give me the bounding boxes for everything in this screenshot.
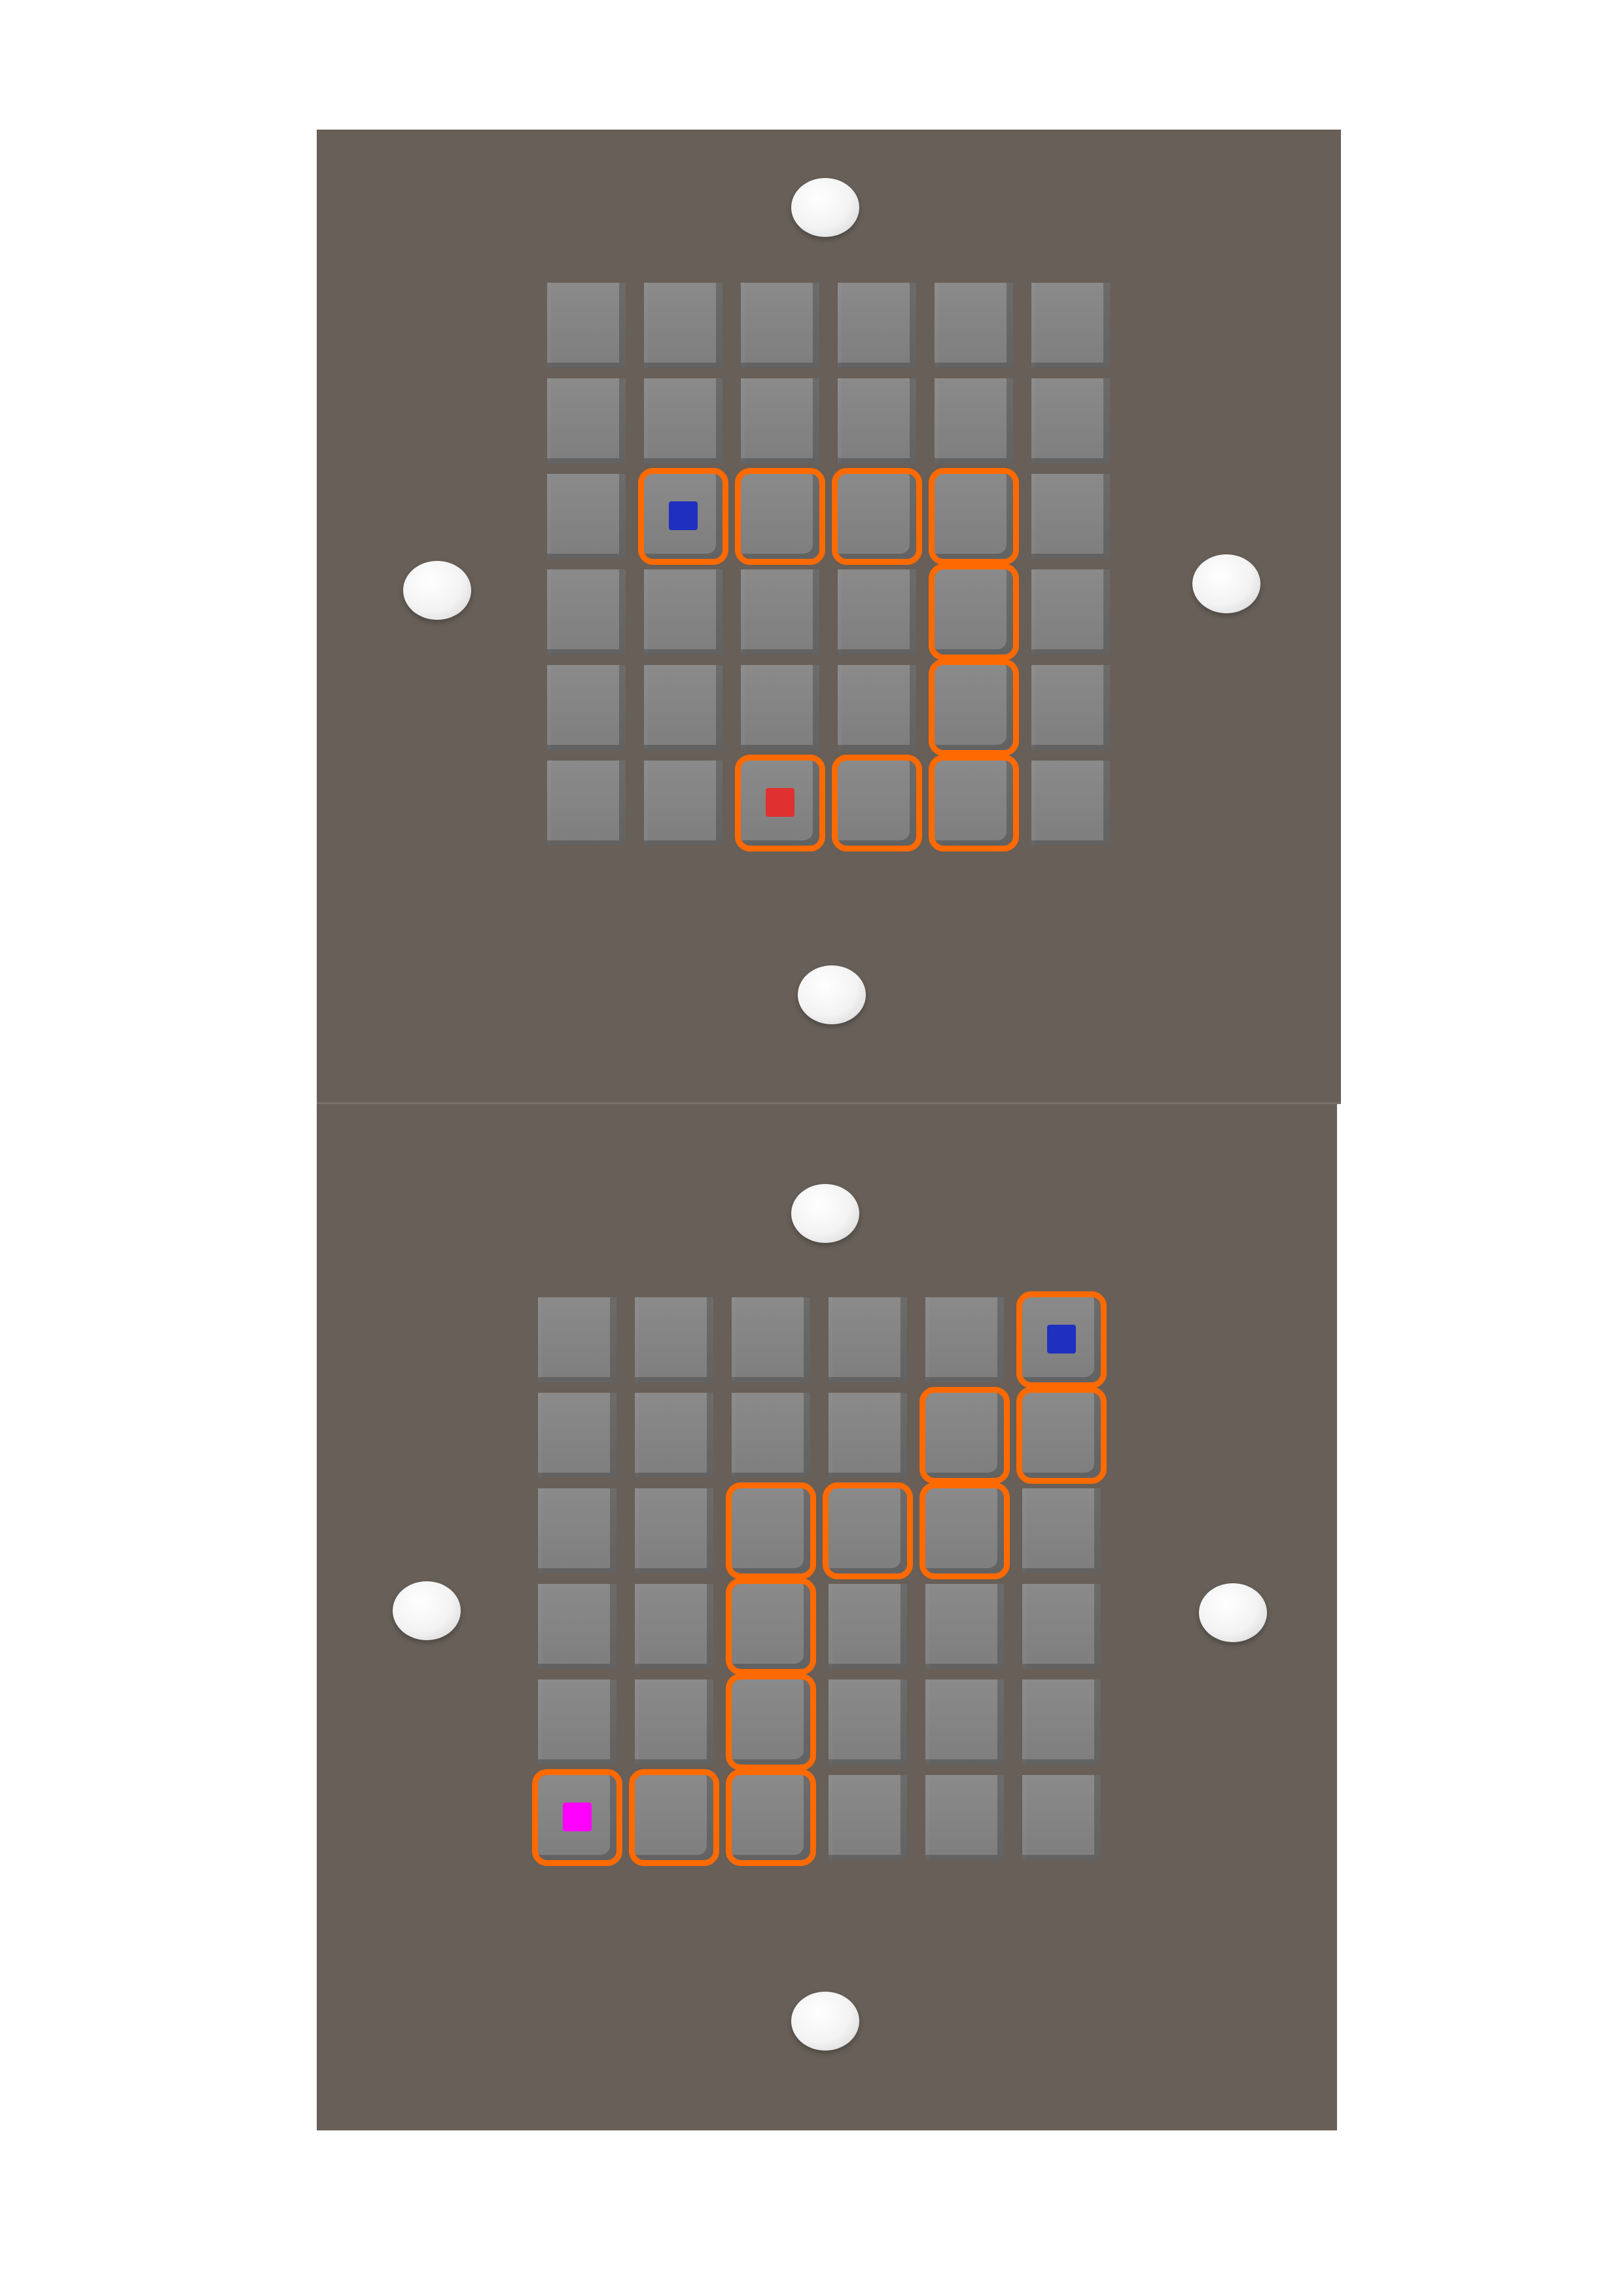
path-tile[interactable] xyxy=(726,1769,816,1866)
grid-tile[interactable] xyxy=(741,665,819,750)
grid-tile[interactable] xyxy=(838,283,916,368)
grid-tile[interactable] xyxy=(838,378,916,463)
path-tile[interactable] xyxy=(929,468,1019,565)
grid-tile[interactable] xyxy=(547,378,626,463)
blue-marker xyxy=(1047,1325,1076,1354)
path-tile[interactable] xyxy=(1016,1291,1107,1388)
grid-tile[interactable] xyxy=(538,1393,616,1478)
blue-marker xyxy=(669,501,698,530)
grid-tile[interactable] xyxy=(925,1297,1004,1382)
grid-tile[interactable] xyxy=(1022,1679,1101,1765)
grid-tile[interactable] xyxy=(838,569,916,655)
grid-tile[interactable] xyxy=(935,283,1013,368)
grid-tile[interactable] xyxy=(635,1584,713,1669)
path-tile[interactable] xyxy=(726,1482,816,1579)
grid-tile[interactable] xyxy=(644,569,722,655)
grid-tile[interactable] xyxy=(1031,283,1110,368)
grid-tile[interactable] xyxy=(547,761,626,846)
grid-tile[interactable] xyxy=(1022,1488,1101,1573)
orb-right[interactable] xyxy=(1192,554,1260,613)
grid-tile[interactable] xyxy=(741,283,819,368)
grid-tile[interactable] xyxy=(741,569,819,655)
orb-top[interactable] xyxy=(791,178,859,237)
path-tile[interactable] xyxy=(726,1674,816,1770)
grid-tile[interactable] xyxy=(925,1584,1004,1669)
grid-tile[interactable] xyxy=(1022,1584,1101,1669)
grid-tile[interactable] xyxy=(1031,569,1110,655)
grid-tile[interactable] xyxy=(538,1488,616,1573)
path-tile[interactable] xyxy=(929,659,1019,756)
path-tile[interactable] xyxy=(929,755,1019,852)
grid-tile[interactable] xyxy=(935,378,1013,463)
grid-tile[interactable] xyxy=(741,378,819,463)
path-tile[interactable] xyxy=(832,755,922,852)
grid-tile[interactable] xyxy=(829,1584,907,1669)
magenta-marker xyxy=(563,1803,592,1831)
path-tile[interactable] xyxy=(919,1387,1010,1484)
grid-tile[interactable] xyxy=(1031,761,1110,846)
path-tile[interactable] xyxy=(735,755,825,852)
path-tile[interactable] xyxy=(638,468,728,565)
path-tile[interactable] xyxy=(629,1769,719,1866)
grid-tile[interactable] xyxy=(925,1679,1004,1765)
grid-tile[interactable] xyxy=(538,1584,616,1669)
grid-tile[interactable] xyxy=(644,283,722,368)
path-tile[interactable] xyxy=(919,1482,1010,1579)
grid-tile[interactable] xyxy=(538,1679,616,1765)
path-tile[interactable] xyxy=(726,1578,816,1675)
grid-tile[interactable] xyxy=(635,1488,713,1573)
path-tile[interactable] xyxy=(832,468,922,565)
board-divider xyxy=(317,1102,1341,1104)
grid-tile[interactable] xyxy=(547,474,626,559)
grid-tile[interactable] xyxy=(547,665,626,750)
orb-top[interactable] xyxy=(791,1184,859,1243)
grid-tile[interactable] xyxy=(635,1393,713,1478)
orb-right[interactable] xyxy=(1199,1583,1267,1642)
grid-tile[interactable] xyxy=(925,1775,1004,1860)
grid-tile[interactable] xyxy=(547,283,626,368)
path-tile[interactable] xyxy=(532,1769,622,1866)
orb-left[interactable] xyxy=(403,561,471,620)
grid-tile[interactable] xyxy=(635,1679,713,1765)
grid-tile[interactable] xyxy=(538,1297,616,1382)
grid-tile[interactable] xyxy=(829,1393,907,1478)
path-tile[interactable] xyxy=(735,468,825,565)
grid-tile[interactable] xyxy=(838,665,916,750)
grid-tile[interactable] xyxy=(1031,474,1110,559)
grid-tile[interactable] xyxy=(829,1679,907,1765)
grid-tile[interactable] xyxy=(547,569,626,655)
grid-tile[interactable] xyxy=(644,665,722,750)
grid-tile[interactable] xyxy=(829,1775,907,1860)
path-tile[interactable] xyxy=(929,564,1019,660)
grid-tile[interactable] xyxy=(644,761,722,846)
grid-tile[interactable] xyxy=(1022,1775,1101,1860)
orb-bottom[interactable] xyxy=(798,965,866,1024)
grid-tile[interactable] xyxy=(644,378,722,463)
grid-tile[interactable] xyxy=(829,1297,907,1382)
path-tile[interactable] xyxy=(1016,1387,1107,1484)
top-board xyxy=(317,130,1341,1103)
red-marker xyxy=(766,788,794,817)
grid-tile[interactable] xyxy=(732,1297,810,1382)
path-tile[interactable] xyxy=(823,1482,913,1579)
bottom-board xyxy=(317,1103,1337,2130)
grid-tile[interactable] xyxy=(635,1297,713,1382)
grid-tile[interactable] xyxy=(1031,378,1110,463)
grid-tile[interactable] xyxy=(1031,665,1110,750)
orb-bottom[interactable] xyxy=(791,1992,859,2051)
orb-left[interactable] xyxy=(393,1581,461,1640)
grid-tile[interactable] xyxy=(732,1393,810,1478)
